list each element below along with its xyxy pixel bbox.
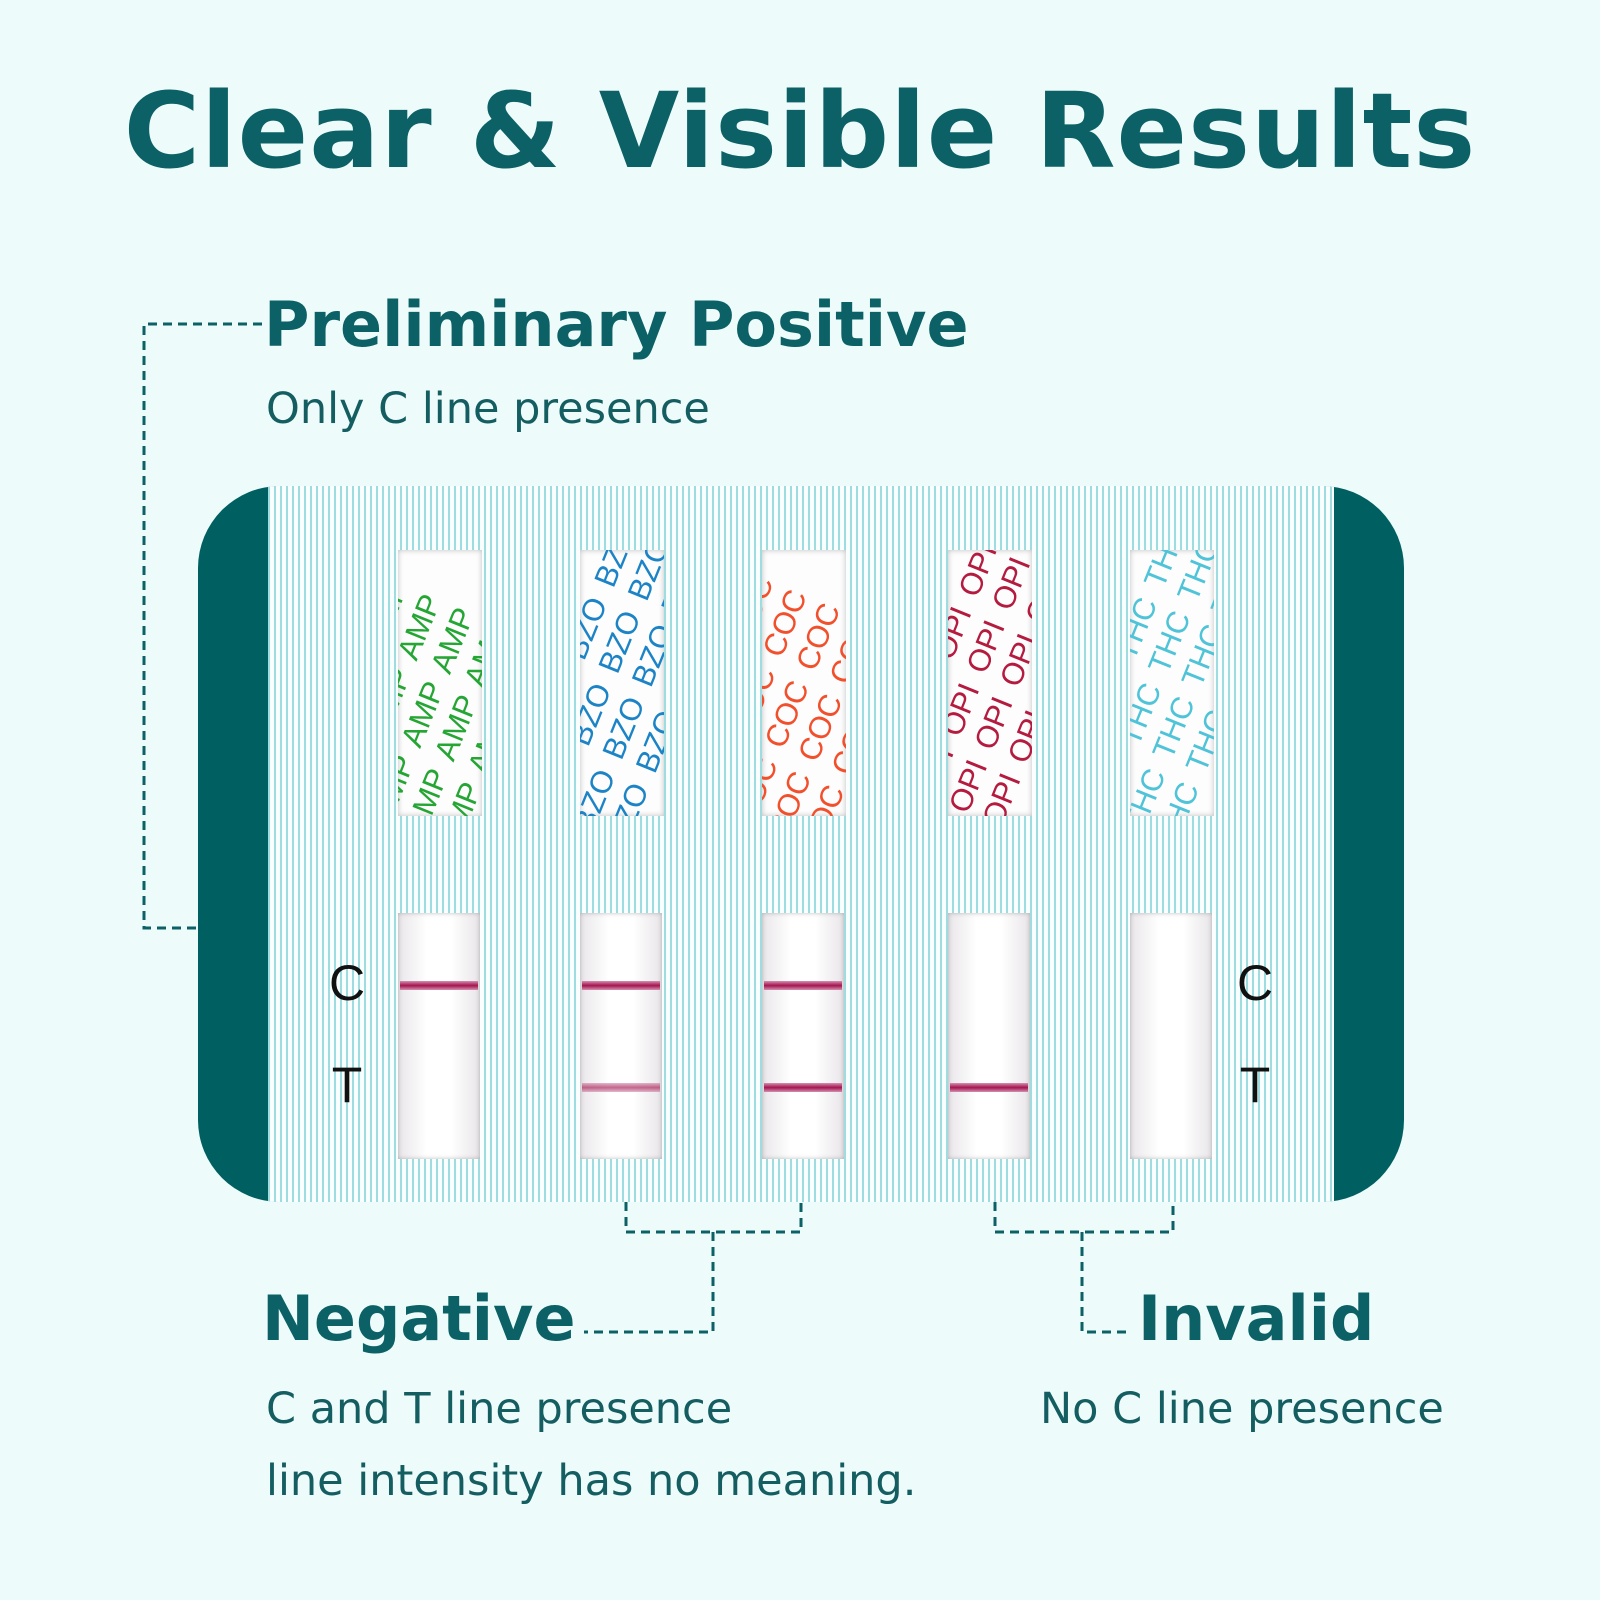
invalid-description: No C line presence [1040, 1384, 1444, 1434]
drug-label-opi: OPI OPI OPI OPI OPI OPI OPI OPI OPI OPI … [948, 550, 1032, 816]
test-line-bzo [582, 1083, 660, 1092]
page-title: Clear & Visible Results [123, 70, 1477, 192]
negative-description-line-2: line intensity has no meaning. [266, 1456, 917, 1506]
drug-label-thc: THC THC THC THC THC THC THC THC THC THC … [1130, 550, 1214, 816]
negative-heading: Negative [262, 1282, 576, 1355]
drug-label-amp: AMP AMP AMP AMP AMP AMP AMP AMP AMP AMP … [398, 575, 482, 816]
control-line-coc [764, 981, 842, 990]
control-letter-right: C [1236, 955, 1274, 1011]
preliminary-positive-description: Only C line presence [266, 384, 710, 434]
control-letter-left: C [328, 955, 366, 1011]
drug-label-window-amp: AMP AMP AMP AMP AMP AMP AMP AMP AMP AMP … [398, 550, 482, 816]
drug-label-window-opi: OPI OPI OPI OPI OPI OPI OPI OPI OPI OPI … [948, 550, 1032, 816]
result-window-amp [398, 913, 480, 1159]
test-card-face: C T C T AMP AMP AMP AMP AMP AMP AMP AMP … [268, 486, 1334, 1202]
control-line-bzo [582, 981, 660, 990]
preliminary-positive-heading: Preliminary Positive [264, 288, 969, 361]
drug-test-card: C T C T AMP AMP AMP AMP AMP AMP AMP AMP … [198, 486, 1404, 1202]
result-window-thc [1130, 913, 1212, 1159]
test-line-opi [950, 1083, 1028, 1092]
negative-connector-line [584, 1187, 803, 1334]
invalid-connector-line [993, 1187, 1175, 1334]
result-window-coc [762, 913, 844, 1159]
drug-label-bzo: BZO BZO BZO BZO BZO BZO BZO BZO BZO BZO … [580, 550, 664, 816]
test-letter-left: T [331, 1057, 363, 1113]
negative-description-line-1: C and T line presence [266, 1384, 733, 1434]
test-line-coc [764, 1083, 842, 1092]
drug-label-window-thc: THC THC THC THC THC THC THC THC THC THC … [1130, 550, 1214, 816]
result-window-bzo [580, 913, 662, 1159]
drug-label-window-bzo: BZO BZO BZO BZO BZO BZO BZO BZO BZO BZO … [580, 550, 664, 816]
invalid-heading: Invalid [1138, 1282, 1375, 1355]
result-window-opi [948, 913, 1030, 1159]
drug-label-coc: COC COC COC COC COC COC COC COC COC COC … [762, 571, 846, 816]
test-letter-right: T [1239, 1057, 1271, 1113]
drug-label-window-coc: COC COC COC COC COC COC COC COC COC COC … [762, 550, 846, 816]
control-line-amp [400, 981, 478, 990]
